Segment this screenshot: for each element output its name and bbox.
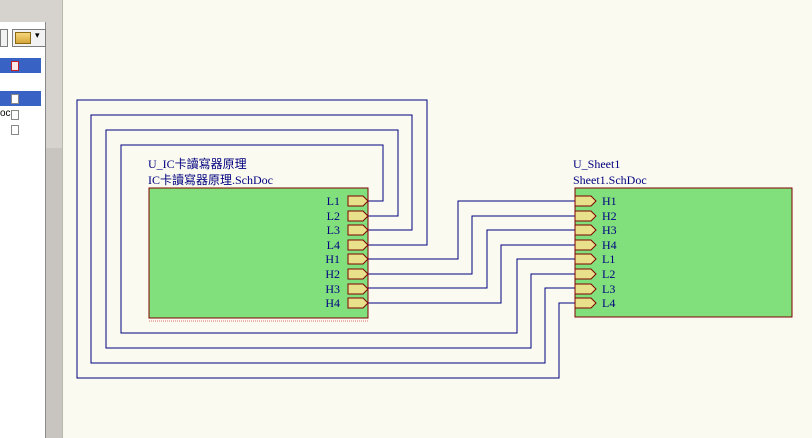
sheet-designator[interactable]: U_Sheet1 [573, 157, 620, 171]
sheet-entry-label: H3 [325, 282, 340, 296]
sheet-entry-h2[interactable]: H2 [325, 267, 369, 281]
sheet-entry-l2[interactable]: L2 [574, 267, 615, 281]
sheet-entry-h3[interactable]: H3 [325, 282, 369, 296]
sheet-entry-label: L2 [327, 209, 340, 223]
sheet-entry-label: H4 [325, 296, 340, 310]
tree-item-label: oc [0, 108, 11, 119]
sheet-entry-h1[interactable]: H1 [325, 252, 369, 266]
wire-l3[interactable] [90, 114, 575, 364]
sheet-entry-label: L3 [602, 282, 615, 296]
sheet-designator[interactable]: U_IC卡讀寫器原理 [148, 156, 247, 171]
sheet-entry-label: L1 [327, 194, 340, 208]
wire-h2[interactable] [368, 215, 575, 275]
wires [76, 99, 575, 379]
wire-h4[interactable] [368, 244, 575, 304]
sheet-entry-label: L4 [602, 296, 615, 310]
sheet-entry-l4[interactable]: L4 [574, 296, 615, 310]
schdoc-file-icon[interactable] [11, 125, 19, 135]
tree-item-selected-2[interactable] [0, 91, 41, 106]
panel-scrollbar[interactable] [46, 148, 62, 438]
wire-l2[interactable] [105, 129, 575, 349]
sheet-entry-l3[interactable]: L3 [574, 282, 615, 296]
sheet-entry-label: H1 [325, 252, 340, 266]
sheet-entry-label: H1 [602, 194, 617, 208]
sheet-entry-label: L4 [327, 238, 340, 252]
panel-toolbar-button[interactable] [0, 29, 8, 47]
sheet-symbol-ic-reader[interactable]: U_IC卡讀寫器原理 IC卡讀寫器原理.SchDoc L1L2L3L4H1H2H… [148, 156, 369, 322]
folder-icon [15, 32, 31, 44]
sheet-symbol-body[interactable] [574, 187, 793, 318]
document-icon [11, 61, 19, 71]
sheet-entry-label: H4 [602, 238, 617, 252]
sheet-entry-h1[interactable]: H1 [574, 194, 617, 208]
sheet-entry-l1[interactable]: L1 [574, 252, 615, 266]
sheet-entry-l1[interactable]: L1 [327, 194, 369, 208]
sheet-entry-l3[interactable]: L3 [327, 223, 369, 237]
sheet-entry-l2[interactable]: L2 [327, 209, 369, 223]
sheet-entry-label: L1 [602, 252, 615, 266]
sheet-entry-h2[interactable]: H2 [574, 209, 617, 223]
sheet-border [62, 0, 63, 438]
sheet-entry-h4[interactable]: H4 [574, 238, 617, 252]
sheet-entry-label: L3 [327, 223, 340, 237]
sheet-entry-label: H3 [602, 223, 617, 237]
projects-panel: ▾ oc [0, 0, 62, 438]
panel-dropdown-button[interactable]: ▾ [12, 29, 46, 47]
chevron-down-icon: ▾ [35, 31, 40, 41]
sheet-filename[interactable]: Sheet1.SchDoc [573, 173, 647, 187]
wire-h3[interactable] [368, 229, 575, 289]
wire-h1[interactable] [368, 200, 575, 260]
document-icon [11, 94, 19, 104]
sheet-entry-l4[interactable]: L4 [327, 238, 369, 252]
sheet-entry-label: L2 [602, 267, 615, 281]
wire-l4[interactable] [76, 99, 575, 379]
tree-item-selected[interactable] [0, 58, 41, 73]
sheet-filename[interactable]: IC卡讀寫器原理.SchDoc [148, 172, 273, 187]
sheet-entry-label: H2 [325, 267, 340, 281]
sheet-symbol-body[interactable] [148, 187, 369, 319]
wire-l1[interactable] [120, 144, 575, 334]
sheet-entry-label: H2 [602, 209, 617, 223]
schdoc-file-icon[interactable] [11, 110, 19, 120]
sheet-entry-h4[interactable]: H4 [325, 296, 369, 310]
sheet-entry-h3[interactable]: H3 [574, 223, 617, 237]
